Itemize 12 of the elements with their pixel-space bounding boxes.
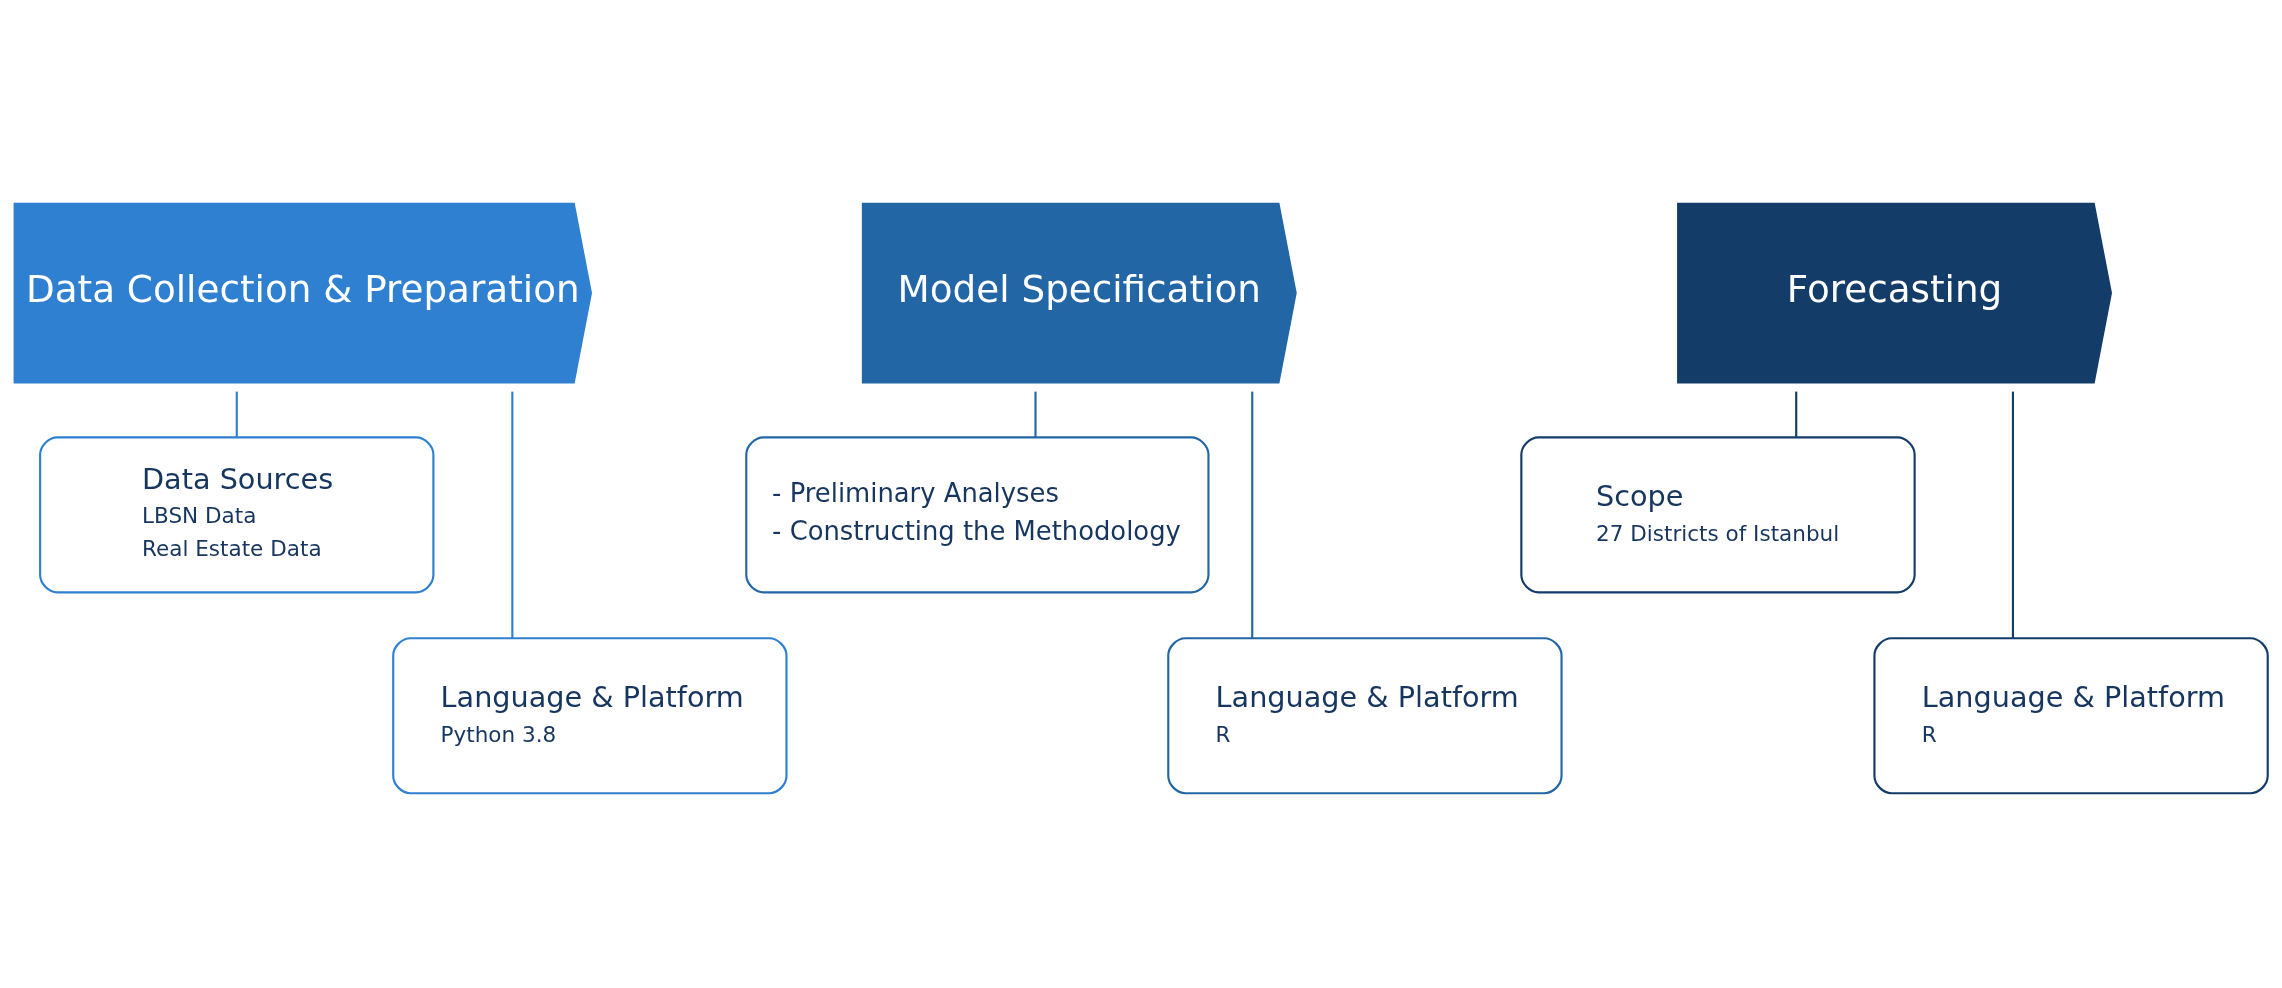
- node-box: Language & Platform R: [1167, 637, 1563, 795]
- node-box: Data Sources LBSN Data Real Estate Data: [39, 436, 435, 594]
- node-box: - Preliminary Analyses - Constructing the Methodology: [745, 436, 1210, 594]
- node-box: Scope 27 Districts of Istanbul: [1520, 436, 1916, 594]
- connector: [1034, 391, 1037, 438]
- node-box: Language & Platform Python 3.8: [392, 637, 788, 795]
- connector: [1251, 391, 1254, 639]
- connector: [2011, 391, 2014, 639]
- node-box: Language & Platform R: [1873, 637, 2269, 795]
- connector: [511, 391, 514, 639]
- connector: [1795, 391, 1798, 438]
- connector: [235, 391, 238, 438]
